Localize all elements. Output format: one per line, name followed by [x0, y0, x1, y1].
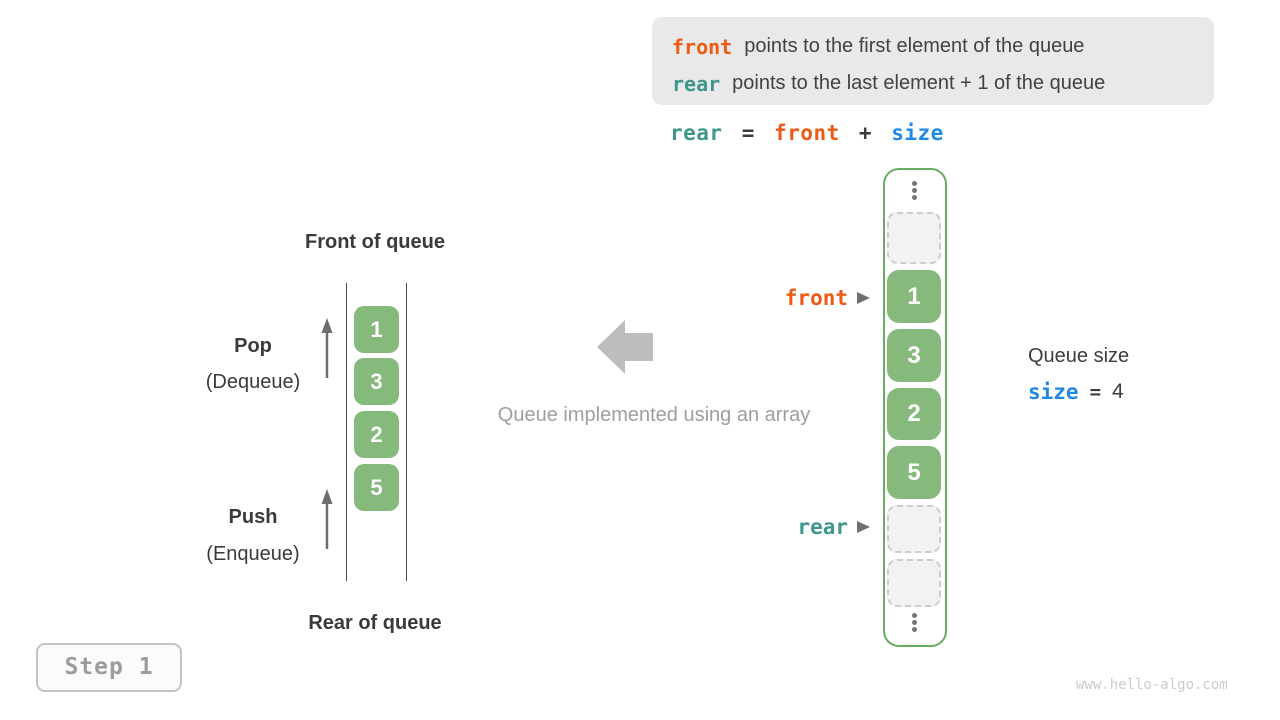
- vertical-ellipsis-top-icon: [912, 181, 917, 200]
- queue-size-equation: size = 4: [1028, 380, 1124, 404]
- pointer-formula: rear = front + size: [670, 121, 950, 145]
- dequeue-label: (Dequeue): [205, 371, 301, 393]
- front-pointer-arrow-icon: [857, 292, 870, 304]
- queue-cell: 2: [354, 411, 399, 458]
- formula-rear: rear: [670, 121, 723, 145]
- left-block-arrow-icon: [597, 320, 653, 374]
- formula-front: front: [774, 121, 840, 145]
- rear-definition-text: points to the last element + 1 of the qu…: [732, 72, 1106, 94]
- formula-equals: =: [741, 121, 755, 145]
- front-pointer: front: [690, 284, 870, 312]
- front-pointer-label: front: [784, 286, 848, 310]
- formula-plus: +: [858, 121, 873, 145]
- vertical-ellipsis-bottom-icon: [912, 613, 917, 632]
- pop-up-arrow-icon: [321, 318, 333, 378]
- array-cell-empty: [887, 559, 941, 607]
- pop-label: Pop: [234, 335, 272, 357]
- rear-of-queue-label: Rear of queue: [308, 612, 442, 634]
- queue-size-title: Queue size: [1028, 345, 1130, 367]
- rear-pointer: rear: [690, 513, 870, 541]
- array-cell: 5: [887, 446, 941, 499]
- size-keyword: size: [1028, 380, 1079, 404]
- array-cell: 1: [887, 270, 941, 323]
- array-cell-empty: [887, 505, 941, 553]
- diagram-caption: Queue implemented using an array: [497, 404, 811, 426]
- formula-size: size: [891, 121, 944, 145]
- queue-cell: 1: [354, 306, 399, 353]
- step-badge: Step 1: [36, 643, 182, 692]
- front-keyword: front: [672, 34, 733, 59]
- queue-cell: 3: [354, 358, 399, 405]
- queue-cell: 5: [354, 464, 399, 511]
- rear-keyword: rear: [672, 71, 721, 96]
- size-value: 4: [1112, 380, 1124, 403]
- queue-channel-left-line: [346, 283, 347, 581]
- enqueue-label: (Enqueue): [206, 543, 300, 565]
- watermark: www.hello-algo.com: [1076, 677, 1228, 693]
- front-of-queue-label: Front of queue: [305, 231, 445, 253]
- array-cell: 2: [887, 388, 941, 440]
- queue-channel-right-line: [406, 283, 407, 581]
- size-equals: =: [1089, 381, 1102, 403]
- rear-pointer-arrow-icon: [857, 521, 870, 533]
- front-definition-text: points to the first element of the queue: [744, 35, 1085, 57]
- pointer-definition-box: front points to the first element of the…: [652, 17, 1214, 105]
- array-cell-empty: [887, 212, 941, 264]
- push-up-arrow-icon: [321, 489, 333, 549]
- rear-pointer-label: rear: [797, 515, 848, 539]
- push-label: Push: [228, 506, 278, 528]
- array-cell: 3: [887, 329, 941, 382]
- front-definition-line: front points to the first element of the…: [672, 28, 1214, 65]
- rear-definition-line: rear points to the last element + 1 of t…: [672, 65, 1214, 102]
